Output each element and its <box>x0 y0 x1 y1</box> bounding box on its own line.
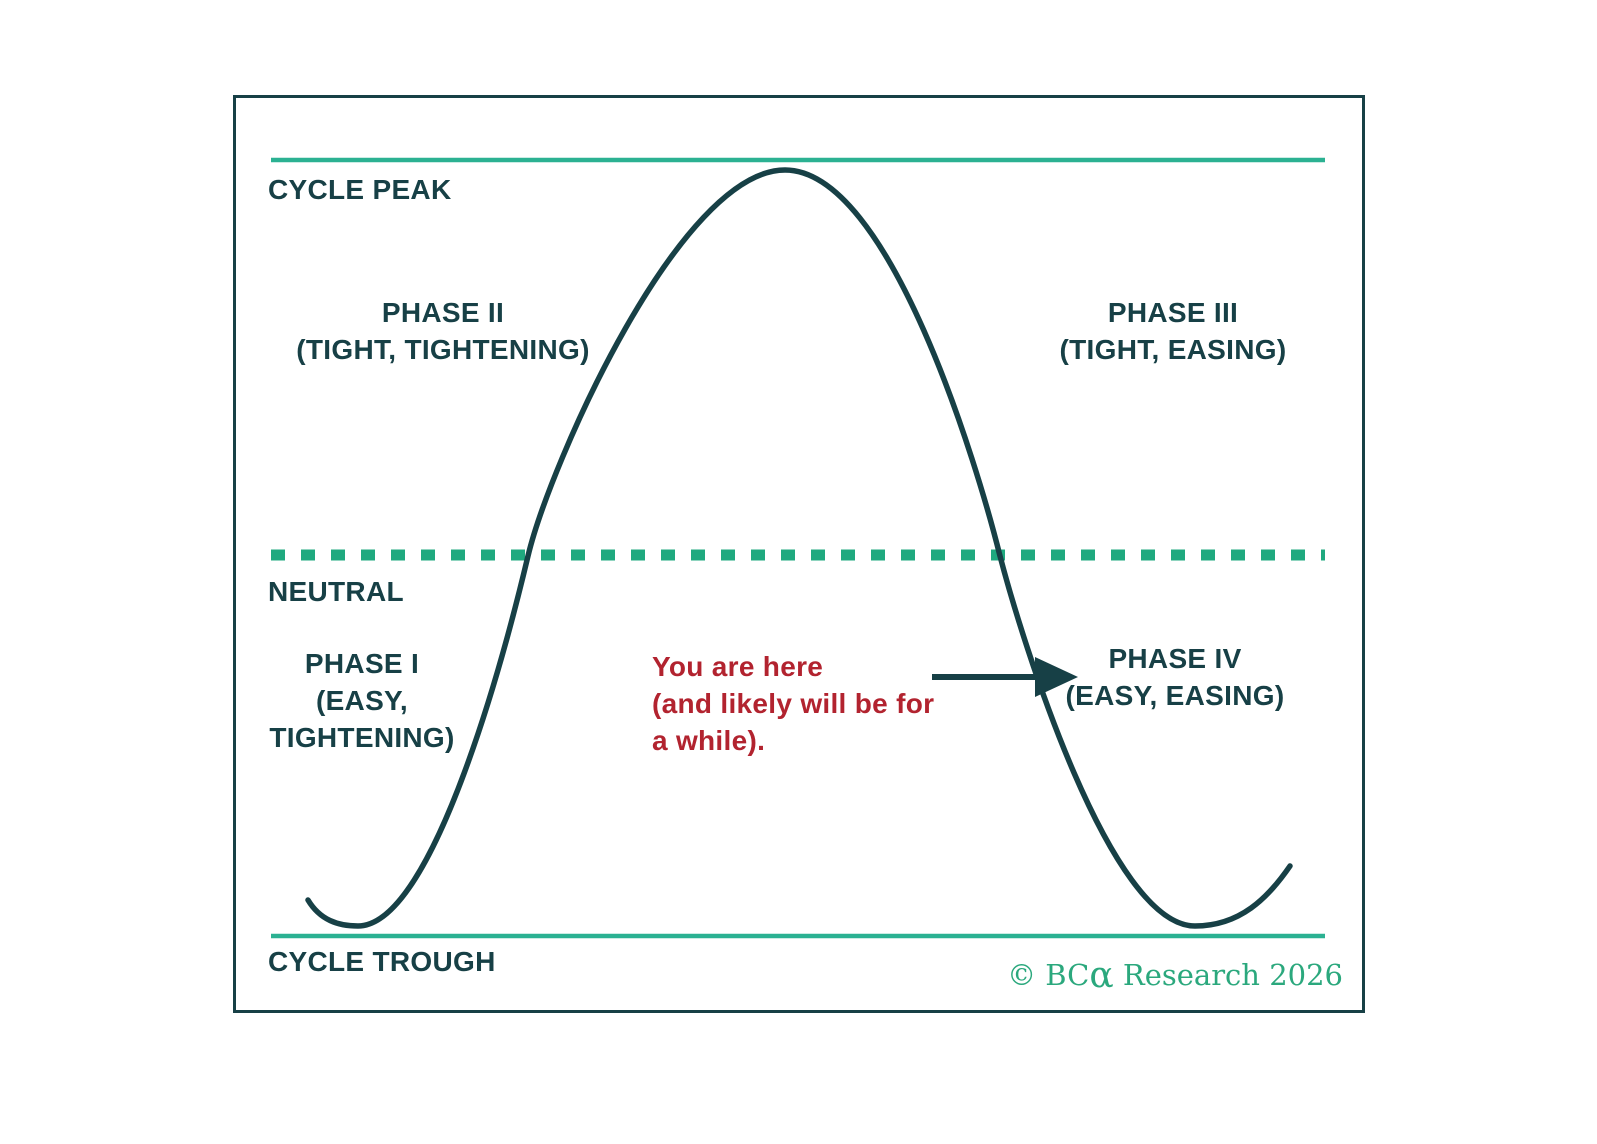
copyright-suffix: Research 2026 <box>1113 958 1343 992</box>
phase-2-detail: (TIGHT, TIGHTENING) <box>296 334 590 365</box>
diagram-frame <box>233 95 1365 1013</box>
phase-3-name: PHASE III <box>1107 297 1239 328</box>
neutral-label: NEUTRAL <box>268 576 404 607</box>
phase-4-name: PHASE IV <box>1108 643 1242 674</box>
phase-1-name: PHASE I <box>304 648 420 679</box>
cycle-peak-label: CYCLE PEAK <box>268 174 452 205</box>
phase-4-detail: (EASY, EASING) <box>1065 680 1285 711</box>
cycle-trough-label: CYCLE TROUGH <box>268 946 496 977</box>
bca-alpha-glyph: α <box>1089 955 1114 996</box>
copyright-prefix: © BC <box>1007 958 1090 992</box>
copyright-notice: © BCα Research 2026 <box>1007 955 1343 996</box>
phase-3-detail: (TIGHT, EASING) <box>1059 334 1287 365</box>
phase-2-name: PHASE II <box>381 297 505 328</box>
phase-1-detail: (EASY, TIGHTENING) <box>269 685 455 753</box>
phase-4-label: PHASE IV (EASY, EASING) <box>1066 640 1285 714</box>
phase-2-label: PHASE II (TIGHT, TIGHTENING) <box>296 294 589 368</box>
phase-1-label: PHASE I (EASY, TIGHTENING) <box>269 645 454 756</box>
phase-3-label: PHASE III (TIGHT, EASING) <box>1060 294 1287 368</box>
you-are-here-annotation: You are here (and likely will be for a w… <box>652 651 935 756</box>
